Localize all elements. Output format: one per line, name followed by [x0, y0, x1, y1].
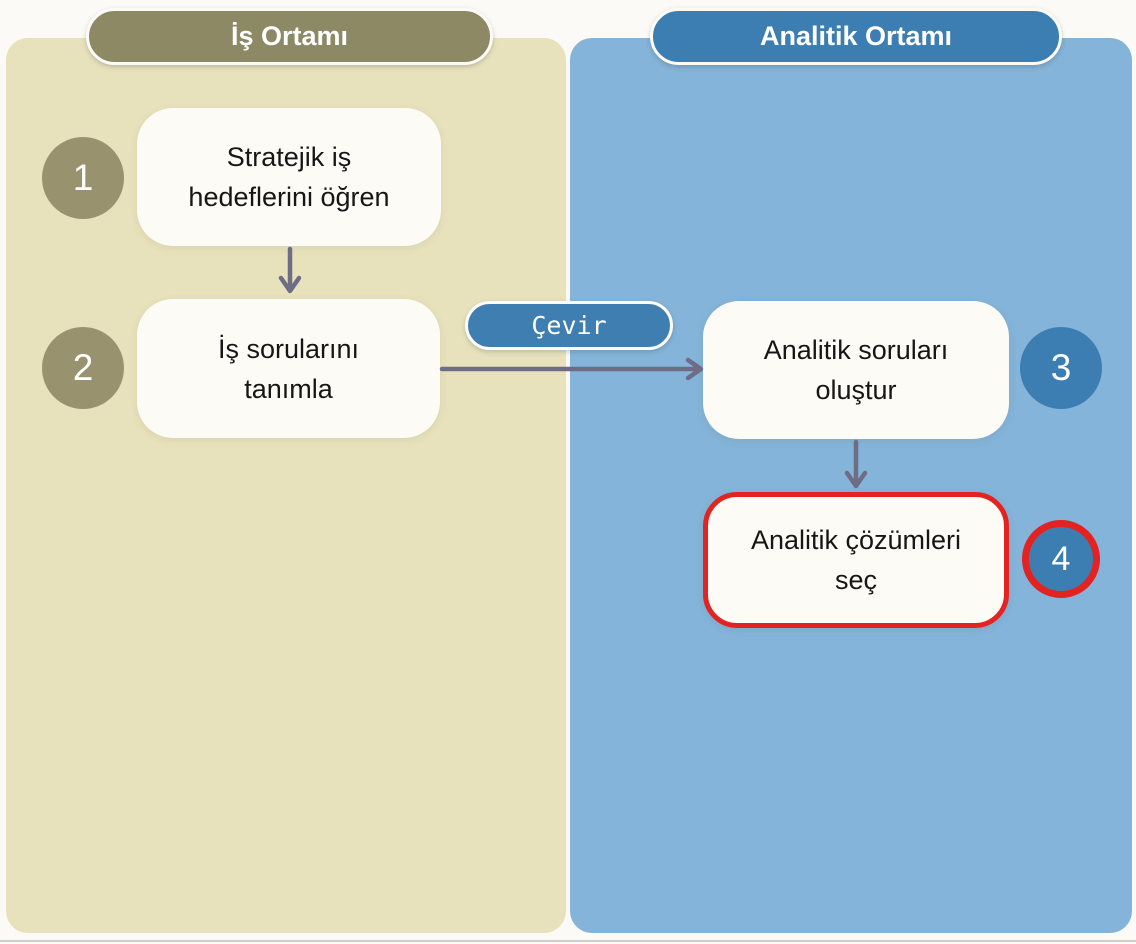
step-number-1: 1	[72, 157, 94, 198]
step-card-4-highlighted: Analitik çözümleri seç	[703, 492, 1009, 628]
step-number-badge-1: 1	[42, 137, 124, 219]
step-card-2: İş sorularını tanımla	[137, 299, 440, 438]
step-number-badge-3: 3	[1020, 327, 1102, 409]
step-number-2: 2	[72, 347, 94, 388]
panel-header-analytics: Analitik Ortamı	[650, 8, 1062, 65]
panel-header-analytics-label: Analitik Ortamı	[759, 21, 953, 51]
step-card-1-label: Stratejik iş hedeflerini öğren	[188, 142, 390, 212]
bottom-shadow-line	[0, 940, 1136, 942]
step-card-4-label: Analitik çözümleri seç	[750, 525, 962, 595]
step-card-3: Analitik soruları oluştur	[703, 301, 1009, 439]
panel-analytics	[570, 38, 1132, 933]
step-number-badge-2: 2	[42, 327, 124, 409]
panel-header-business: İş Ortamı	[86, 8, 493, 65]
step-card-3-label: Analitik soruları oluştur	[763, 335, 949, 405]
step-number-3: 3	[1050, 347, 1072, 388]
connector-chip-label: Çevir	[531, 311, 607, 340]
step-number-badge-4-highlighted: 4	[1022, 520, 1100, 598]
step-number-4: 4	[1051, 539, 1071, 578]
step-card-1: Stratejik iş hedeflerini öğren	[137, 108, 441, 246]
connector-chip: Çevir	[465, 301, 673, 350]
step-card-2-label: İş sorularını tanımla	[217, 333, 360, 404]
panel-header-business-label: İş Ortamı	[230, 21, 349, 51]
